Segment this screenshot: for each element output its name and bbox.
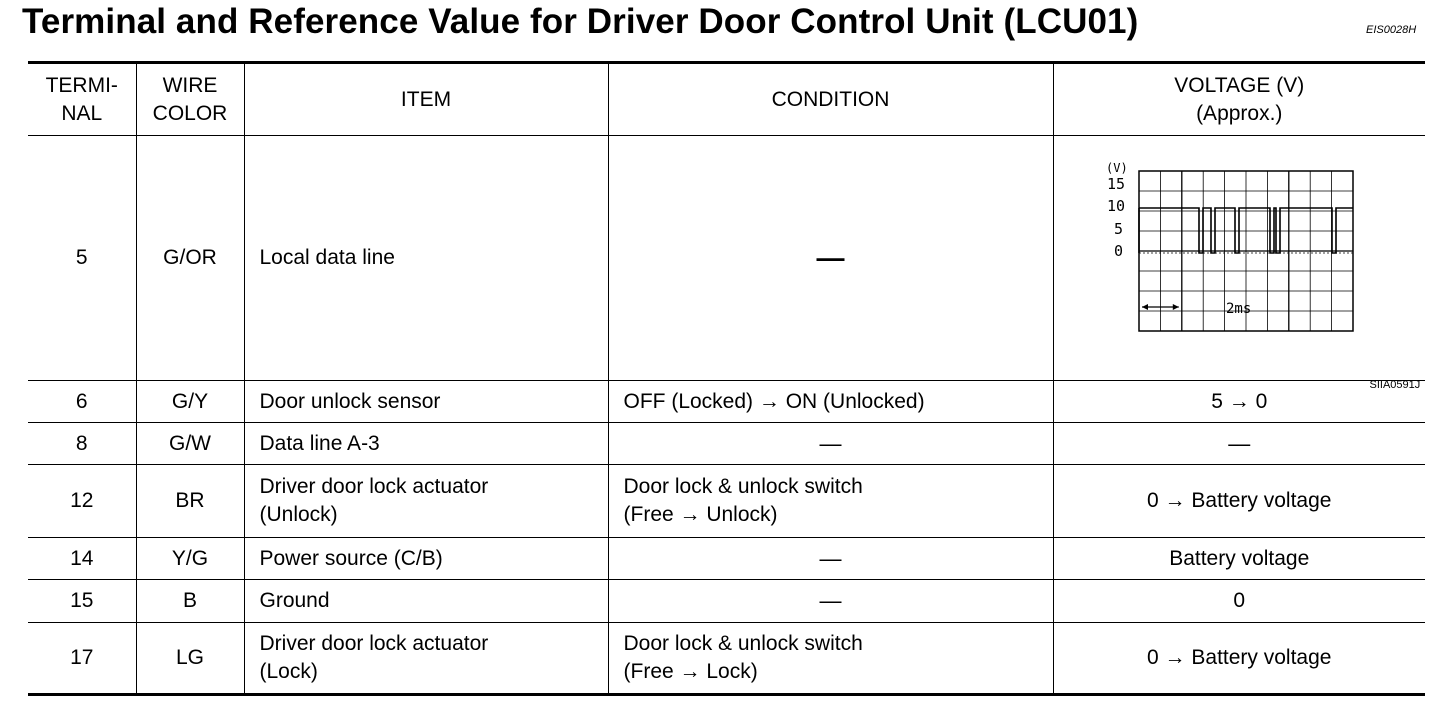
header-wire-line2: COLOR [152,101,228,125]
header-voltage: VOLTAGE (V) (Approx.) [1052,61,1425,136]
y-unit-label: (V) [1106,161,1128,175]
cell-condition: — [607,537,1053,580]
waveform-trace [1137,207,1353,254]
cell-item-line1: Data line A-3 [259,431,380,455]
time-scale-arrow [1141,304,1179,310]
cell-item: Data line A-3 [243,422,608,465]
cell-wire-color: G/Y [135,380,244,423]
cell-item: Power source (C/B) [243,537,608,580]
cell-item-line1: Door unlock sensor [259,389,441,413]
cell-item-line1: Local data line [259,246,395,269]
table-row: 5 G/OR Local data line — (V) 15 10 5 [28,135,1425,391]
cell-voltage: 0 → Battery voltage [1052,622,1425,696]
table-row: 12 BR Driver door lock actuator (Unlock)… [28,464,1425,538]
cell-item-line2: (Unlock) [259,503,338,526]
cell-terminal: 8 [28,422,136,465]
cell-item: Driver door lock actuator (Unlock) [243,464,608,538]
cell-voltage: Battery voltage [1052,537,1425,580]
figure-code: SIIA0591J [1369,379,1421,391]
table-row: 15 B Ground — 0 [28,579,1425,623]
cell-condition-line1: Door lock & unlock switch [623,475,863,498]
table-row: 6 G/Y Door unlock sensor OFF (Locked) → … [28,380,1425,423]
y-tick-label: 10 [1107,197,1125,215]
header-item: ITEM [243,61,608,136]
cell-terminal: 12 [28,464,136,538]
cell-condition: OFF (Locked) → ON (Unlocked) [607,380,1053,423]
header-wire-line1: WIRE [162,73,218,97]
cell-terminal: 14 [28,537,136,580]
header-condition: CONDITION [607,61,1053,136]
arrow-head-left [1141,304,1148,310]
cell-item-line2: (Lock) [259,660,318,683]
cell-item-line1: Ground [259,589,330,612]
table-row: 8 G/W Data line A-3 — — [28,422,1425,465]
cell-condition-line1: Door lock & unlock switch [623,632,863,655]
cell-item-line1: Driver door lock actuator [259,475,489,498]
cell-voltage: — [1052,422,1425,465]
cell-wire-color: G/OR [135,135,244,381]
cell-item-line1: Power source (C/B) [259,546,443,570]
cell-wire-color: BR [135,464,244,538]
table-header-row: TERMI- NAL WIRE COLOR ITEM CONDITION VOL… [28,61,1425,136]
cell-condition-line1: — [816,242,845,273]
cell-terminal: 6 [28,380,136,423]
header-voltage-line1: VOLTAGE (V) [1174,73,1305,97]
cell-voltage: 0 [1052,579,1425,623]
cell-terminal: 15 [28,579,136,623]
cell-condition: Door lock & unlock switch (Free → Unlock… [607,464,1053,538]
header-terminal-line2: NAL [61,101,103,125]
cell-condition: — [607,135,1053,381]
cell-condition: Door lock & unlock switch (Free → Lock) [607,622,1053,696]
cell-condition-line1: — [819,588,842,613]
cell-condition-line2: (Free → Unlock) [623,503,778,526]
cell-voltage: 0 → Battery voltage [1052,464,1425,538]
cell-item: Driver door lock actuator (Lock) [243,622,608,696]
cell-wire-color: B [135,579,244,623]
document-code: EIS0028H [1366,24,1417,36]
cell-item: Local data line [243,135,608,381]
header-terminal-line1: TERMI- [45,73,118,97]
waveform-figure: (V) 15 10 5 0 2ms SIIA0591J [1104,156,1421,391]
cell-voltage: 5 → 0 [1052,380,1425,423]
time-scale-label: 2ms [1226,301,1251,317]
cell-condition-line1: OFF (Locked) → ON (Unlocked) [623,389,925,413]
cell-terminal: 17 [28,622,136,696]
cell-condition-line1: — [819,545,842,571]
waveform-grid [1137,170,1354,332]
page-title: Terminal and Reference Value for Driver … [22,2,1139,41]
y-tick-label: 5 [1114,220,1123,238]
y-tick-label: 0 [1114,242,1123,260]
table-row: 17 LG Driver door lock actuator (Lock) D… [28,622,1425,696]
cell-item: Ground [243,579,608,623]
cell-wire-color: LG [135,622,244,696]
terminal-reference-table: TERMI- NAL WIRE COLOR ITEM CONDITION VOL… [28,61,1425,696]
table-row: 14 Y/G Power source (C/B) — Battery volt… [28,537,1425,580]
cell-condition: — [607,579,1053,623]
arrow-head-right [1172,304,1179,310]
header-terminal: TERMI- NAL [28,61,136,136]
cell-voltage-waveform: (V) 15 10 5 0 2ms SIIA0591J [1052,135,1425,391]
waveform-line [1138,207,1353,254]
cell-item: Door unlock sensor [243,380,608,423]
y-tick-label: 15 [1107,175,1125,193]
cell-terminal: 5 [28,135,136,381]
cell-wire-color: G/W [135,422,244,465]
cell-condition: — [607,422,1053,465]
cell-item-line1: Driver door lock actuator [259,632,489,655]
cell-wire-color: Y/G [135,537,244,580]
cell-condition-line2: (Free → Lock) [623,660,758,683]
cell-condition-line1: — [819,430,842,456]
waveform-chart: (V) 15 10 5 0 2ms [1106,161,1354,332]
header-voltage-line2: (Approx.) [1196,101,1283,125]
header-wire-color: WIRE COLOR [135,61,244,136]
